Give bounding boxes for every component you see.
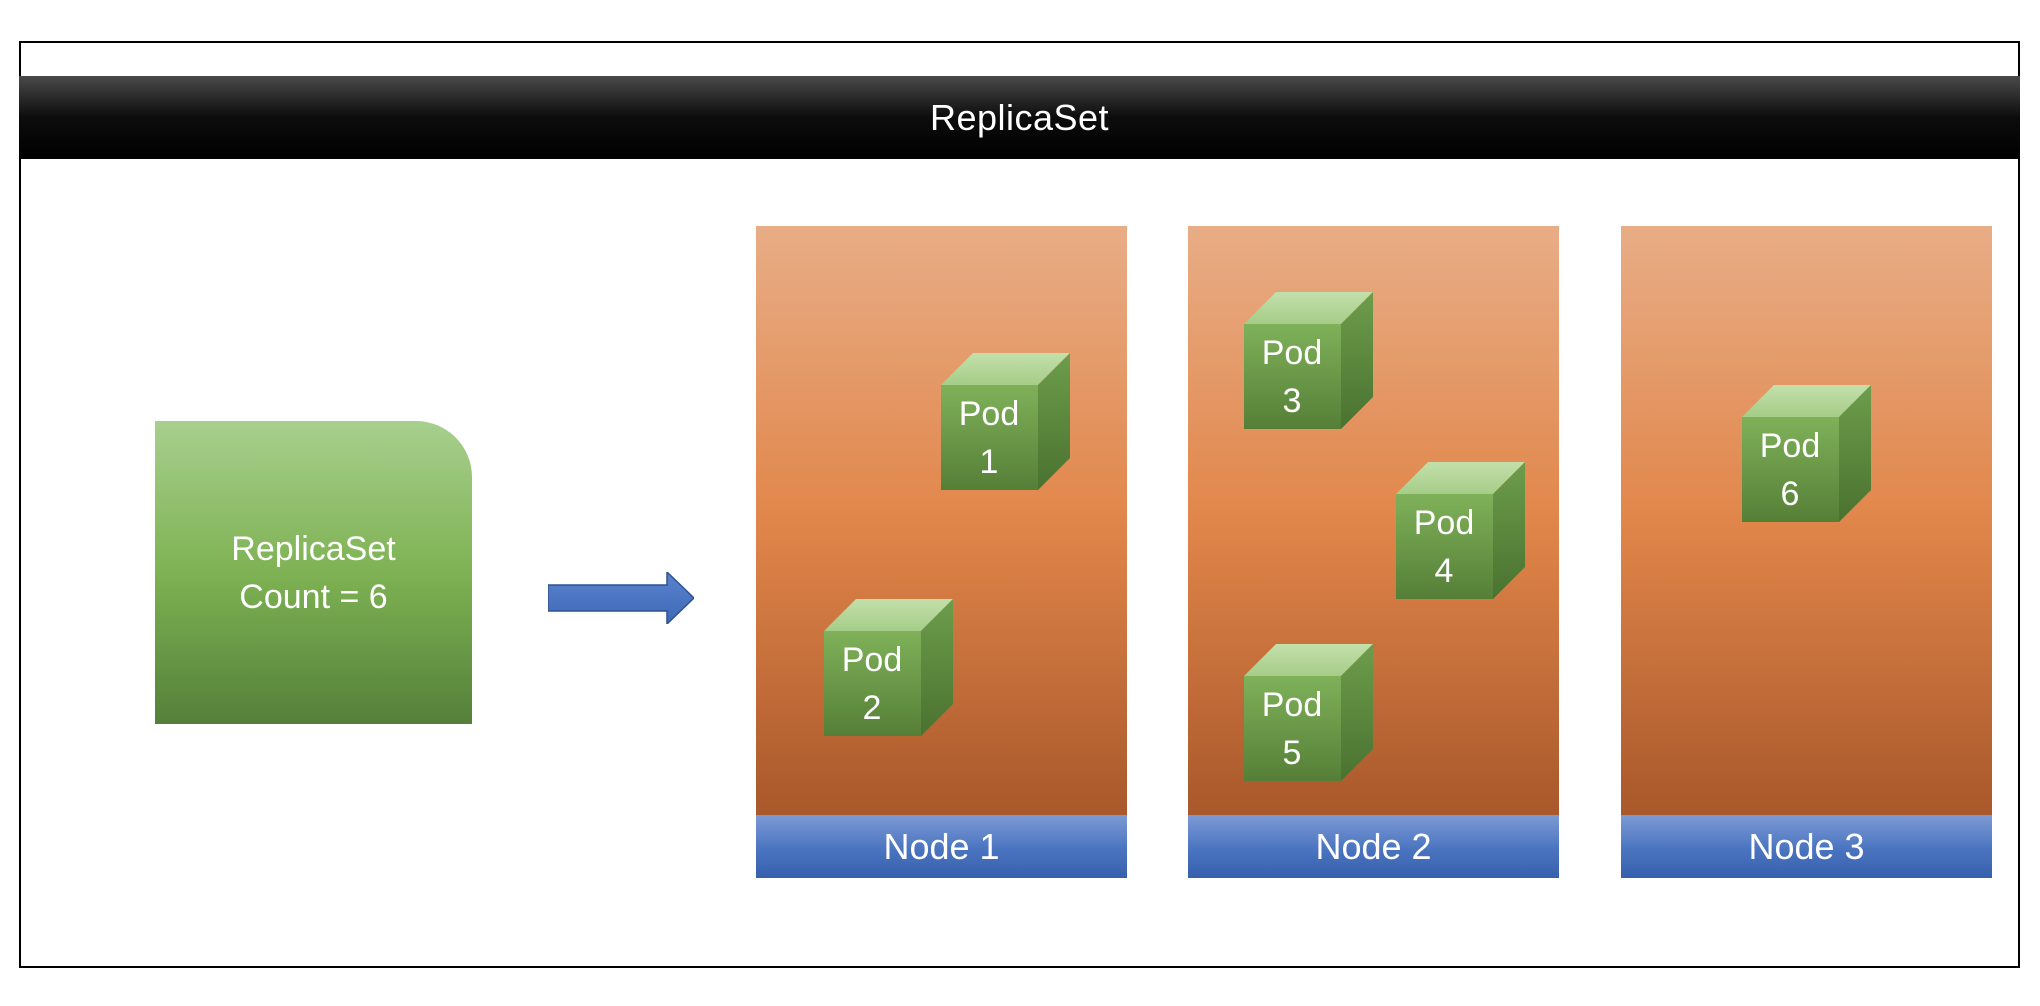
pod-4: Pod 4	[1396, 462, 1525, 599]
node-1: Pod 1 Pod 2 Node 1	[756, 226, 1127, 878]
replicaset-box: ReplicaSet Count = 6	[155, 421, 472, 724]
cube-icon	[1244, 292, 1373, 429]
pod-number: 5	[1282, 733, 1302, 772]
pod-2: Pod 2	[824, 599, 953, 736]
pod-number: 1	[979, 442, 999, 481]
node-body: Pod 3 Pod 4 Pod 5	[1188, 226, 1559, 815]
node-2: Pod 3 Pod 4 Pod 5	[1188, 226, 1559, 878]
pod-label: Pod	[958, 394, 1020, 433]
pod-label: Pod	[1261, 685, 1323, 724]
pod-number: 6	[1780, 474, 1800, 513]
cube-icon	[824, 599, 953, 736]
pod-label: Pod	[1759, 426, 1821, 465]
cube-icon	[941, 353, 1070, 490]
replicaset-box-name: ReplicaSet	[231, 529, 396, 568]
pod-label: Pod	[1261, 333, 1323, 372]
cube-icon	[1742, 385, 1871, 522]
node-body: Pod 1 Pod 2	[756, 226, 1127, 815]
pod-1: Pod 1	[941, 353, 1070, 490]
node-body: Pod 6	[1621, 226, 1992, 815]
cube-icon	[1244, 644, 1373, 781]
pod-label: Pod	[1413, 503, 1475, 542]
title-bar: ReplicaSet	[19, 76, 2020, 159]
pod-number: 3	[1282, 381, 1302, 420]
node-3: Pod 6 Node 3	[1621, 226, 1992, 878]
pod-number: 2	[862, 688, 882, 727]
pod-3: Pod 3	[1244, 292, 1373, 429]
pod-label: Pod	[841, 640, 903, 679]
pod-6: Pod 6	[1742, 385, 1871, 522]
node-label: Node 3	[1621, 815, 1992, 878]
node-label: Node 2	[1188, 815, 1559, 878]
pod-number: 4	[1434, 551, 1454, 590]
node-label: Node 1	[756, 815, 1127, 878]
pod-5: Pod 5	[1244, 644, 1373, 781]
replicaset-box-count: Count = 6	[239, 577, 388, 616]
cube-icon	[1396, 462, 1525, 599]
right-arrow-icon	[548, 572, 694, 624]
diagram-title: ReplicaSet	[929, 96, 1110, 138]
